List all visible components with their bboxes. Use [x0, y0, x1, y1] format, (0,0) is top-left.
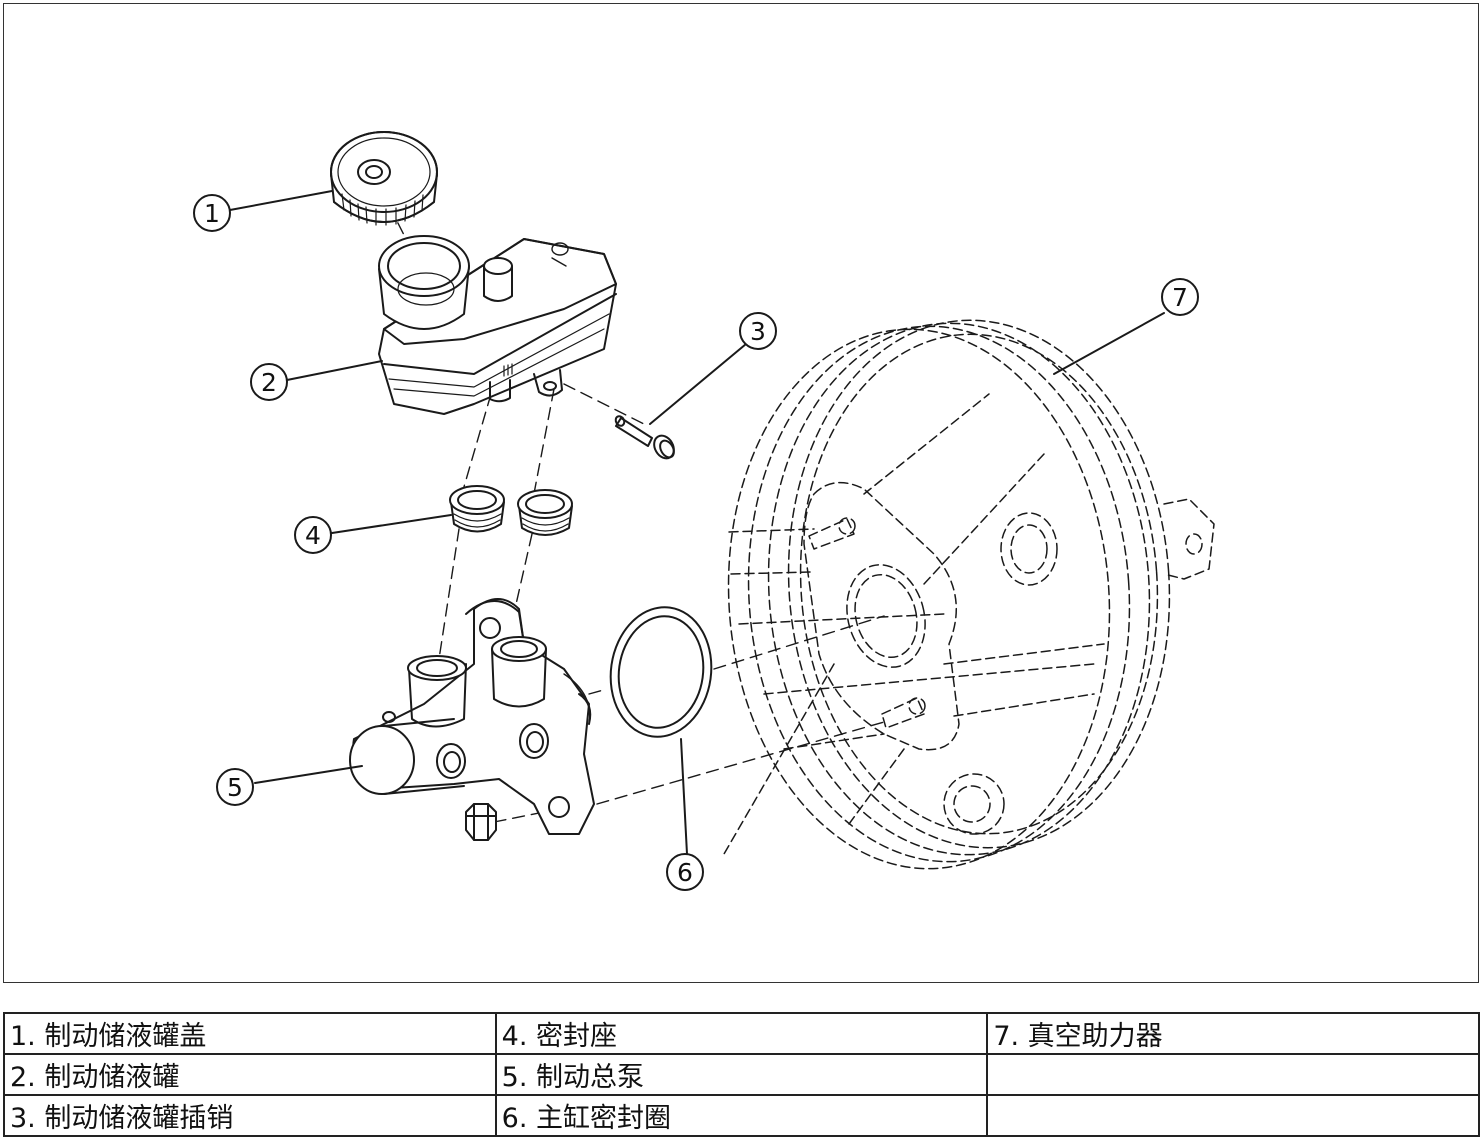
legend-cell-5: 5. 制动总泵 [494, 1053, 989, 1096]
reservoir-drawing [378, 235, 617, 415]
legend-cell-6: 6. 主缸密封圈 [494, 1094, 989, 1137]
legend-cell-4: 4. 密封座 [494, 1012, 989, 1055]
legend-cell-empty [986, 1094, 1480, 1137]
callout-1: 1 [193, 194, 231, 232]
legend-row: 3. 制动储液罐插销 6. 主缸密封圈 [3, 1094, 1480, 1137]
legend-cell-7: 7. 真空助力器 [986, 1012, 1480, 1055]
callout-4: 4 [294, 516, 332, 554]
legend-cell-3: 3. 制动储液罐插销 [3, 1094, 497, 1137]
seal-seats-drawing [449, 485, 573, 536]
legend-cell-2: 2. 制动储液罐 [3, 1053, 497, 1096]
exploded-diagram: 1 2 3 4 5 6 7 [193, 131, 1215, 891]
callout-3: 3 [739, 312, 777, 350]
exploded-view-figure: 1 2 3 4 5 6 7 [3, 3, 1479, 983]
callout-2-number: 2 [261, 368, 277, 397]
reservoir-pin-drawing [614, 415, 675, 460]
callout-4-number: 4 [305, 521, 321, 550]
callout-5: 5 [216, 768, 254, 806]
callout-6-number: 6 [677, 858, 693, 887]
callout-7: 7 [1161, 278, 1199, 316]
callout-7-number: 7 [1172, 283, 1188, 312]
legend-row: 1. 制动储液罐盖 4. 密封座 7. 真空助力器 [3, 1012, 1480, 1055]
bleed-nut-drawing [465, 803, 497, 841]
callout-1-number: 1 [204, 199, 220, 228]
parts-legend-table: 1. 制动储液罐盖 4. 密封座 7. 真空助力器 2. 制动储液罐 5. 制动… [3, 1012, 1480, 1137]
legend-cell-empty [986, 1053, 1480, 1096]
callout-5-number: 5 [227, 773, 243, 802]
reservoir-cap-drawing [330, 131, 438, 226]
callout-3-number: 3 [750, 317, 766, 346]
callout-markers: 1 2 3 4 5 6 7 [193, 194, 1199, 891]
master-cylinder-drawing [349, 598, 595, 835]
seal-ring-drawing [609, 606, 713, 738]
callout-6: 6 [666, 853, 704, 891]
legend-cell-1: 1. 制动储液罐盖 [3, 1012, 497, 1055]
callout-2: 2 [250, 363, 288, 401]
leader-lines [229, 190, 1165, 855]
legend-row: 2. 制动储液罐 5. 制动总泵 [3, 1053, 1480, 1096]
vacuum-booster-drawing [723, 319, 1215, 870]
